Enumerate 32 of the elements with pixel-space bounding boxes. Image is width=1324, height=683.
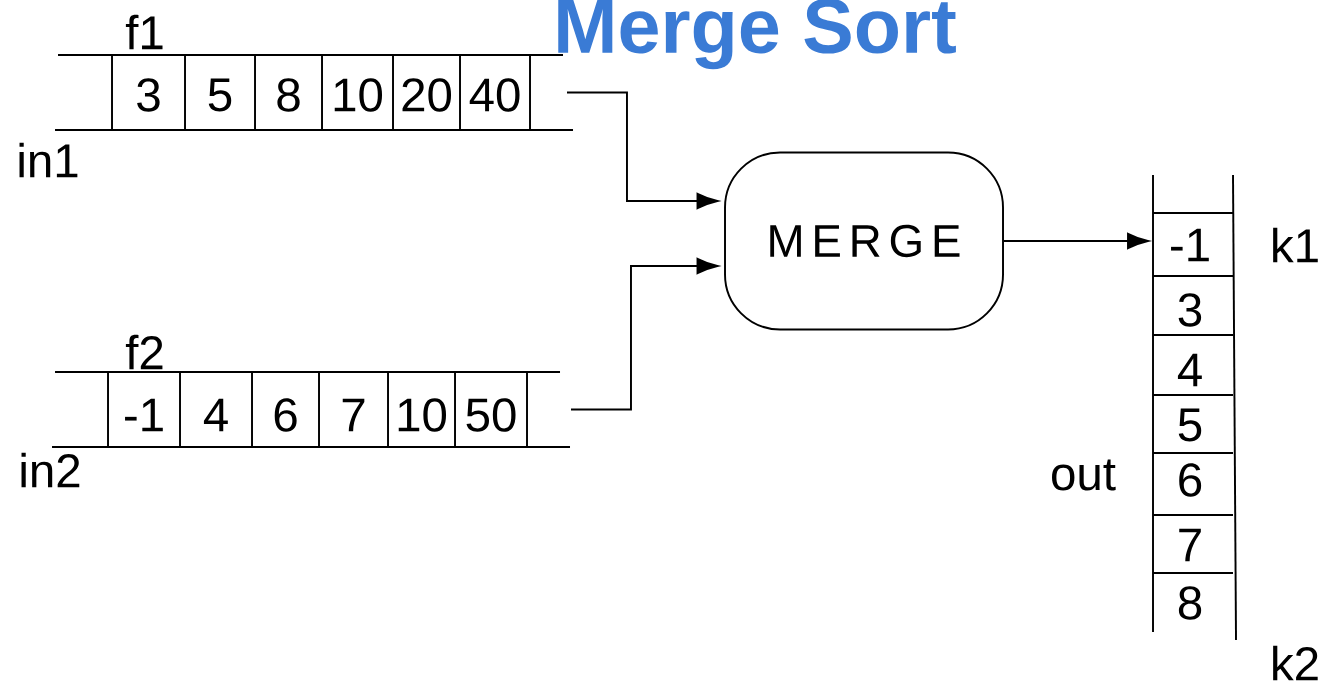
tape-label: in2	[21, 452, 80, 488]
cell-value: -1	[125, 398, 163, 432]
cell-value: 20	[402, 78, 452, 112]
tape-label: f2	[125, 334, 163, 370]
cell-value: 3	[137, 78, 160, 112]
tape-label: f1	[125, 14, 163, 50]
cell-value: 8	[277, 78, 300, 112]
stack-label: k2	[1273, 645, 1318, 681]
cell-value: 5	[1178, 408, 1202, 442]
cell-value: -1	[1171, 228, 1209, 262]
arrow	[1003, 232, 1149, 250]
arrow	[570, 257, 719, 411]
cell-value: 4	[203, 398, 228, 432]
cell-value: 40	[469, 78, 520, 112]
stack-label: out	[1052, 459, 1116, 491]
cell-value: 3	[1178, 293, 1202, 327]
cell-value: 7	[342, 398, 365, 432]
tape-label: in1	[19, 142, 78, 178]
cell-value: 7	[1179, 528, 1201, 562]
tape-drawing	[51, 371, 571, 448]
stack-label: k1	[1273, 227, 1318, 263]
cell-value: 8	[1178, 586, 1202, 620]
cell-value: 5	[208, 78, 232, 112]
arrow	[566, 91, 719, 210]
stack-drawing	[1152, 174, 1237, 641]
cell-value: 10	[398, 398, 447, 432]
cell-value: 6	[274, 398, 297, 432]
cell-value: 50	[466, 398, 516, 432]
cell-value: 4	[1177, 353, 1202, 387]
cell-value: 10	[334, 78, 383, 112]
process-box: MERGE	[724, 151, 1004, 331]
cell-value: 6	[1179, 463, 1202, 497]
